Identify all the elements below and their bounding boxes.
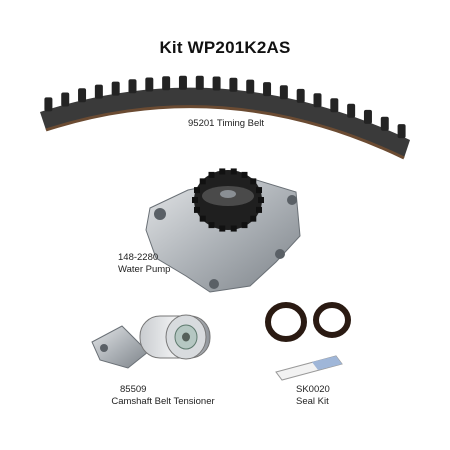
belt-tooth: [195, 75, 204, 90]
belt-tooth: [397, 124, 406, 139]
pulley-tooth: [258, 197, 264, 203]
pulley-tooth: [219, 225, 226, 232]
seal-kit-icon: [265, 302, 351, 381]
kit-title: Kit WP201K2AS: [159, 38, 291, 57]
pulley-tooth: [199, 178, 206, 185]
tensioner-name: Camshaft Belt Tensioner: [111, 396, 215, 407]
belt-tooth: [78, 88, 87, 103]
pulley-tooth: [230, 225, 237, 232]
belt-tooth: [128, 79, 137, 94]
belt-tooth: [162, 76, 171, 91]
belt-tooth: [111, 81, 120, 96]
seal-kit-name: Seal Kit: [296, 396, 329, 407]
belt-tooth: [94, 84, 103, 99]
water-pump-number: 148-2280: [118, 252, 159, 263]
belt-tooth: [313, 93, 322, 108]
timing-belt-icon: [40, 75, 410, 160]
belt-tooth: [296, 88, 305, 103]
belt-tooth: [44, 97, 53, 112]
seal-kit-number: SK0020: [296, 384, 330, 395]
belt-tooth: [263, 82, 272, 97]
tensioner-number: 85509: [120, 384, 147, 395]
belt-tooth: [229, 77, 238, 92]
water-pump-icon: [145, 168, 301, 293]
pulley-tooth: [230, 168, 237, 175]
pulley-tooth: [250, 178, 257, 185]
water-pump-name: Water Pump: [118, 264, 171, 275]
pulley-tooth: [192, 197, 198, 203]
pulley-tooth: [199, 215, 206, 222]
pulley-tooth: [250, 215, 257, 222]
pulley-tooth: [193, 206, 200, 213]
belt-tooth: [380, 116, 389, 131]
belt-tooth: [61, 92, 70, 107]
pulley-tooth: [241, 171, 248, 178]
belt-tensioner-icon: [91, 314, 211, 369]
belt-tooth: [145, 77, 154, 92]
belt-tooth: [246, 79, 255, 94]
seal-kit-label: SK0020 Seal Kit: [296, 384, 330, 408]
water-pump-label: 148-2280 Water Pump: [118, 252, 170, 276]
pulley-tooth: [219, 168, 226, 175]
belt-tooth: [363, 109, 372, 124]
belt-tooth: [178, 75, 187, 90]
pulley-tooth: [208, 171, 215, 178]
belt-tooth: [279, 85, 288, 100]
pulley-tooth: [256, 187, 263, 194]
pulley-tooth: [208, 222, 215, 229]
belt-tooth: [347, 103, 356, 118]
pulley-tooth: [193, 187, 200, 194]
tensioner-label: 85509 Camshaft Belt Tensioner: [88, 384, 238, 408]
belt-tooth: [212, 76, 221, 91]
pulley-tooth: [241, 222, 248, 229]
pulley-tooth: [256, 206, 263, 213]
timing-belt-label: 95201 Timing Belt: [188, 118, 265, 129]
belt-tooth: [330, 98, 339, 113]
